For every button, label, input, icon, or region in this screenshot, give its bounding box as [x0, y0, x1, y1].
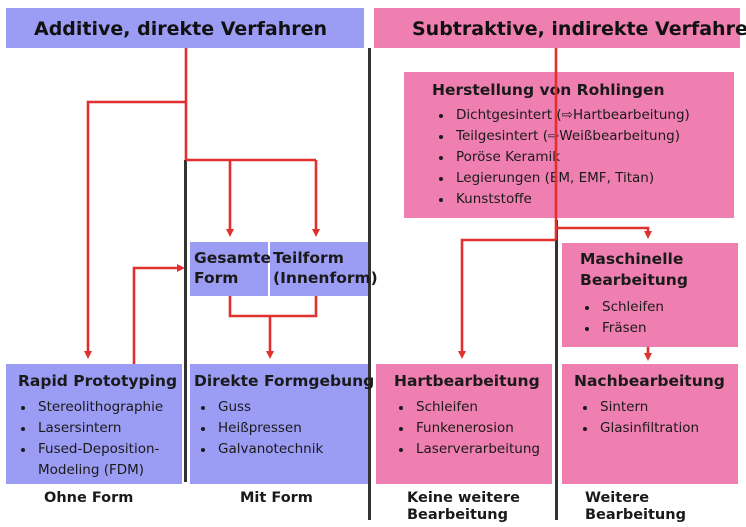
direkte-formgebung-list: Guss Heißpressen Galvanotechnik [198, 397, 323, 460]
footer-keine-line2: Bearbeitung [407, 507, 508, 523]
list-item: Sintern [580, 397, 699, 418]
list-item: Laserverarbeitung [396, 439, 540, 460]
gesamte-form-box: Gesamte Form [190, 242, 271, 296]
list-item: Heißpressen [198, 418, 323, 439]
arrow-to-maschinelle [556, 226, 652, 239]
arrow-to-hartbearbeitung [458, 238, 556, 359]
teilform-line2: (Innenform) [273, 269, 378, 287]
divider-ohne-mit [184, 160, 187, 482]
list-item: Kunststoffe [436, 189, 690, 210]
header-additive: Additive, direkte Verfahren [6, 8, 364, 48]
direkte-formgebung-box: Direkte Formgebung Guss Heißpressen Galv… [190, 364, 374, 484]
footer-weitere-line2: Bearbeitung [585, 507, 686, 523]
list-item: Galvanotechnik [198, 439, 323, 460]
list-item: Lasersintern [18, 418, 163, 439]
list-item: Fused-Deposition- [18, 439, 163, 460]
header-subtractive: Subtraktive, indirekte Verfahren [374, 8, 746, 48]
list-item: Fräsen [582, 318, 664, 339]
list-item: Guss [198, 397, 323, 418]
rohlinge-title: Herstellung von Rohlingen [432, 81, 665, 99]
footer-keine-line1: Keine weitere [407, 490, 520, 506]
list-item: Poröse Keramik [436, 147, 690, 168]
gesamte-form-line1: Gesamte [194, 249, 271, 267]
list-item: Stereolithographie [18, 397, 163, 418]
list-item: Funkenerosion [396, 418, 540, 439]
header-subtractive-label: Subtraktive, indirekte Verfahren [412, 18, 746, 40]
gesamte-form-line2: Form [194, 269, 239, 287]
teilform-box: Teilform (Innenform) [270, 242, 378, 296]
header-additive-label: Additive, direkte Verfahren [34, 18, 328, 40]
hartbearbeitung-list: Schleifen Funkenerosion Laserverarbeitun… [396, 397, 540, 460]
teilform-line1: Teilform [273, 249, 344, 267]
arrow-to-rapid-prototyping [84, 100, 186, 359]
footer-ohne-form: Ohne Form [44, 490, 134, 506]
list-item: Schleifen [582, 297, 664, 318]
arrow-merge-forms [228, 296, 318, 318]
footer-mit-form: Mit Form [240, 490, 313, 506]
maschinelle-title-line2: Bearbeitung [580, 271, 688, 289]
list-item: Dichtgesintert (⇨Hartbearbeitung) [436, 105, 690, 126]
direkte-formgebung-title: Direkte Formgebung [194, 372, 375, 390]
footer-weitere-line1: Weitere [585, 490, 650, 506]
rapid-prototyping-list: Stereolithographie Lasersintern Fused-De… [18, 397, 163, 481]
divider-keine-weitere [555, 220, 558, 520]
list-item: Glasinfiltration [580, 418, 699, 439]
list-item: Teilgesintert (⇨Weißbearbeitung) [436, 126, 690, 147]
maschinelle-list: Schleifen Fräsen [582, 297, 664, 339]
maschinelle-title-line1: Maschinelle [580, 250, 684, 268]
divider-additive-subtractive [368, 48, 371, 520]
list-item: Modeling (FDM) [38, 462, 145, 478]
arrow-rapid-to-gesamte [132, 264, 185, 364]
rapid-prototyping-title: Rapid Prototyping [18, 372, 178, 390]
nachbearbeitung-list: Sintern Glasinfiltration [580, 397, 699, 439]
rapid-prototyping-box: Rapid Prototyping Stereolithographie Las… [6, 364, 182, 484]
list-item: Schleifen [396, 397, 540, 418]
nachbearbeitung-box: Nachbearbeitung Sintern Glasinfiltration [562, 364, 738, 484]
hartbearbeitung-title: Hartbearbeitung [394, 372, 540, 390]
hartbearbeitung-box: Hartbearbeitung Schleifen Funkenerosion … [376, 364, 552, 484]
nachbearbeitung-title: Nachbearbeitung [574, 372, 725, 390]
maschinelle-box: Maschinelle Bearbeitung Schleifen Fräsen [562, 243, 738, 347]
rohlinge-box: Herstellung von Rohlingen Dichtgesintert… [404, 72, 734, 218]
